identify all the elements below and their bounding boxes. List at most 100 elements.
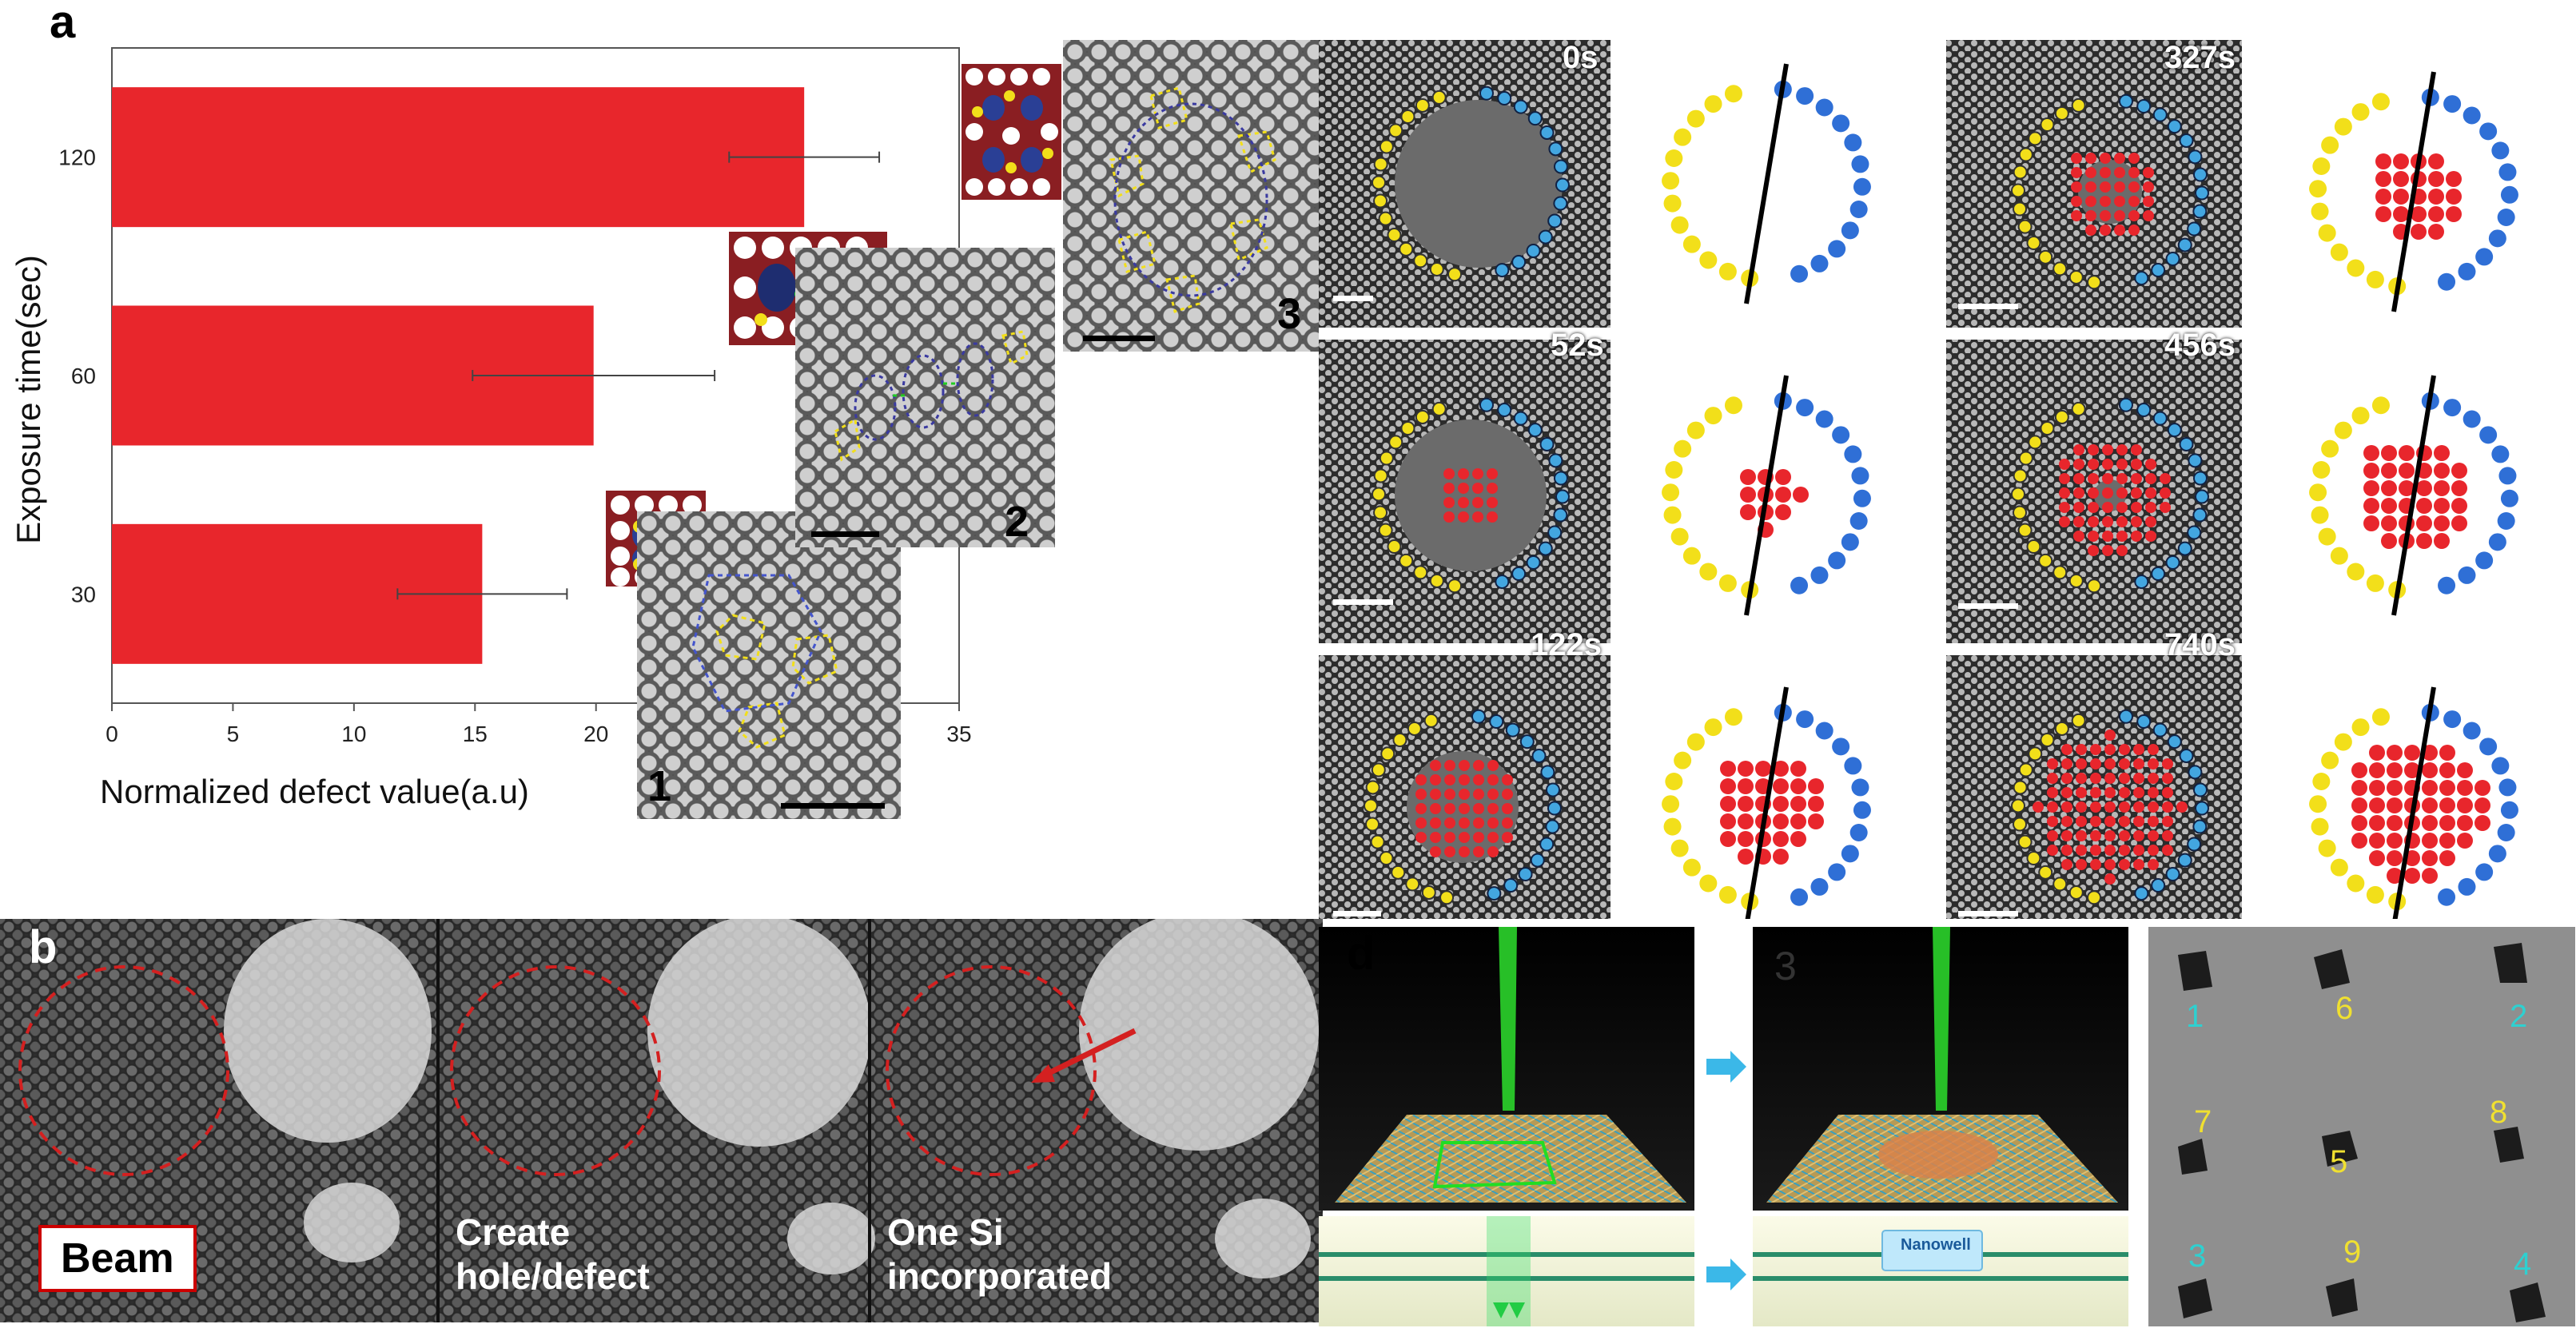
atom-marker bbox=[2145, 473, 2156, 484]
atom-marker bbox=[2102, 473, 2113, 484]
atom-marker bbox=[1547, 801, 1562, 816]
beam-label: Beam bbox=[38, 1225, 197, 1292]
atom-marker bbox=[1430, 832, 1441, 843]
atom-marker bbox=[2131, 531, 2142, 542]
atom-marker bbox=[1724, 85, 1742, 103]
atom-marker bbox=[2088, 473, 2099, 484]
atom-marker bbox=[2428, 171, 2444, 187]
atom-marker bbox=[2061, 773, 2072, 784]
atom-marker bbox=[2116, 487, 2128, 499]
atom-marker bbox=[1415, 832, 1427, 843]
atom-marker bbox=[2387, 745, 2403, 761]
atom-marker bbox=[1370, 834, 1385, 849]
atom-marker bbox=[2118, 709, 2133, 724]
atom-marker bbox=[2085, 210, 2096, 221]
atom-marker bbox=[1379, 851, 1394, 866]
atom-marker bbox=[2148, 859, 2159, 870]
atom-marker bbox=[1447, 579, 1463, 594]
atom-marker bbox=[2102, 516, 2113, 527]
atom-marker bbox=[2100, 196, 2111, 207]
divider-line bbox=[1744, 63, 1789, 304]
atom-marker bbox=[1444, 774, 1455, 785]
atom-marker bbox=[2366, 270, 2384, 288]
atom-marker bbox=[2491, 141, 2510, 160]
atom-marker bbox=[1724, 396, 1742, 415]
atom-marker bbox=[2192, 819, 2208, 834]
atom-marker bbox=[1686, 109, 1705, 128]
atom-marker bbox=[1472, 468, 1483, 479]
atom-marker bbox=[2088, 487, 2099, 499]
atom-marker bbox=[2309, 795, 2327, 813]
atom-marker bbox=[2162, 787, 2173, 798]
time-label: 122s bbox=[1531, 627, 1602, 662]
atom-marker bbox=[2148, 816, 2159, 827]
atom-marker bbox=[1502, 832, 1513, 843]
atom-marker bbox=[2073, 459, 2084, 470]
atom-marker bbox=[1699, 251, 1718, 269]
atom-marker bbox=[1674, 128, 1692, 146]
atom-marker bbox=[2114, 225, 2125, 236]
atom-marker bbox=[2018, 762, 2033, 777]
atom-marker bbox=[1487, 483, 1498, 494]
atom-marker bbox=[1720, 831, 1736, 847]
atom-marker bbox=[2100, 181, 2111, 193]
atom-marker bbox=[1665, 773, 1683, 791]
atom-marker bbox=[1487, 760, 1499, 771]
atom-marker bbox=[2152, 722, 2168, 738]
atom-marker bbox=[1832, 114, 1850, 133]
atom-marker bbox=[2104, 816, 2116, 827]
atom-marker bbox=[2165, 252, 2180, 267]
atom-marker bbox=[1828, 863, 1846, 881]
atom-marker bbox=[1497, 91, 1512, 106]
atom-marker bbox=[2404, 762, 2420, 778]
atom-marker bbox=[2026, 851, 2041, 866]
atom-marker bbox=[2318, 527, 2336, 546]
atom-marker bbox=[2090, 773, 2101, 784]
atom-marker bbox=[2038, 249, 2053, 264]
atom-marker bbox=[2438, 272, 2456, 291]
atom-marker bbox=[2090, 816, 2101, 827]
atom-marker bbox=[2088, 545, 2099, 556]
atom-marker bbox=[1539, 125, 1555, 140]
atom-marker bbox=[1790, 796, 1806, 812]
atom-marker bbox=[2054, 409, 2069, 424]
atom-marker bbox=[2059, 459, 2070, 470]
atom-marker bbox=[2428, 153, 2444, 169]
atom-marker bbox=[1459, 803, 1470, 814]
atom-marker bbox=[2451, 515, 2467, 531]
atom-marker bbox=[2351, 780, 2367, 796]
atom-marker bbox=[2416, 480, 2432, 496]
atom-marker bbox=[2104, 873, 2116, 885]
atom-marker bbox=[1815, 98, 1833, 117]
atom-marker bbox=[1553, 159, 1568, 174]
atom-marker bbox=[1670, 216, 1689, 234]
atom-marker bbox=[1399, 553, 1414, 568]
atom-marker bbox=[2458, 877, 2476, 896]
atom-marker bbox=[2061, 787, 2072, 798]
atom-marker bbox=[2439, 762, 2455, 778]
atom-marker bbox=[1399, 241, 1414, 256]
atom-marker bbox=[2090, 787, 2101, 798]
atom-marker bbox=[2087, 579, 2102, 594]
atom-marker bbox=[2131, 473, 2142, 484]
x-tick-label: 35 bbox=[946, 722, 971, 746]
divider-line bbox=[2391, 71, 2436, 312]
si-incorporated-label: One Si incorporated bbox=[887, 1211, 1112, 1298]
atom-marker bbox=[2133, 773, 2144, 784]
atom-marker bbox=[1545, 782, 1560, 797]
atom-marker bbox=[2013, 165, 2028, 180]
atom-marker bbox=[2387, 833, 2403, 849]
atom-marker bbox=[2387, 868, 2403, 884]
atom-marker bbox=[2371, 708, 2390, 726]
atom-marker bbox=[1444, 803, 1455, 814]
atom-marker bbox=[2026, 539, 2041, 555]
atom-marker bbox=[1380, 746, 1395, 761]
atom-marker bbox=[2451, 463, 2467, 479]
atom-marker bbox=[2148, 801, 2159, 813]
atom-marker bbox=[2131, 487, 2142, 499]
atom-marker bbox=[1849, 200, 1868, 218]
atom-marker bbox=[2369, 797, 2385, 813]
atom-marker bbox=[1473, 774, 1484, 785]
atom-marker bbox=[2387, 850, 2403, 866]
